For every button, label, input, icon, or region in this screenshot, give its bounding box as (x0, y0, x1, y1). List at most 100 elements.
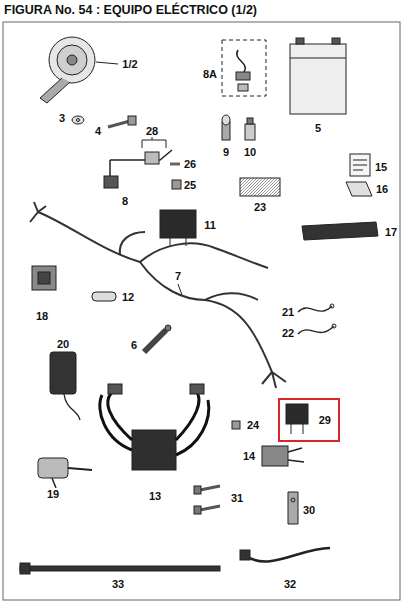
wire (332, 324, 336, 328)
callout-number: 26 (183, 158, 197, 170)
wire (298, 326, 334, 334)
bulb (247, 118, 253, 124)
cable-tie (20, 563, 30, 574)
horn (40, 37, 118, 103)
connector-set (238, 84, 248, 91)
relay-small (32, 266, 56, 290)
relay (303, 424, 304, 434)
connector-set (236, 72, 250, 80)
starter-relay (52, 478, 56, 488)
callout-number: 30 (302, 504, 316, 516)
bulb (245, 118, 255, 140)
horn (67, 55, 77, 65)
callout-number: 10 (243, 146, 257, 158)
callout-number: 15 (374, 161, 388, 173)
rectifier (262, 446, 288, 466)
wire-harness (120, 232, 145, 255)
fuse (92, 292, 116, 301)
relay (286, 404, 308, 424)
label-sticker (350, 154, 370, 176)
relay (186, 238, 187, 246)
highlight-box: 29 (278, 398, 340, 442)
starter-relay (68, 468, 92, 470)
wire-harness (30, 202, 46, 222)
ignition-coil (108, 384, 122, 394)
horn (49, 37, 95, 83)
bracket (291, 498, 295, 502)
bulb (245, 124, 255, 140)
spark-plug-cap (165, 325, 171, 331)
callout-number: 8A (202, 68, 218, 80)
callout-number: 12 (121, 291, 135, 303)
rubber-strap (302, 222, 378, 240)
spark-plug-cap (144, 330, 166, 352)
callout-number: 25 (183, 179, 197, 191)
callout-number: 17 (384, 226, 398, 238)
starter-relay (38, 458, 68, 478)
callout-number: 16 (375, 183, 389, 195)
cable-tie (20, 563, 220, 574)
pad (346, 182, 372, 196)
ignition-coil (132, 430, 176, 470)
callout-number: 1/2 (121, 58, 138, 70)
wire (298, 324, 336, 334)
cable-tie (20, 566, 220, 571)
bolt (128, 116, 136, 125)
bracket (288, 492, 298, 524)
relay (170, 238, 171, 246)
callout-number: 19 (46, 488, 60, 500)
spark-plug-cap (144, 325, 171, 352)
callout-number: 13 (148, 490, 162, 502)
wire-lead (240, 548, 330, 562)
leader-line (178, 284, 182, 295)
callout-number: 31 (230, 492, 244, 504)
bolts (194, 506, 201, 514)
callout-number: 3 (58, 112, 66, 124)
wire-harness (262, 372, 286, 388)
wire-lead (246, 548, 330, 562)
relay-small (38, 272, 50, 284)
washer (77, 119, 80, 122)
battery (290, 38, 346, 114)
callout-number: 14 (242, 450, 256, 462)
bolt (108, 121, 130, 127)
relay (160, 210, 196, 246)
cdi-unit (64, 394, 80, 420)
callout-number: 29 (319, 414, 331, 426)
callout-number: 4 (94, 125, 102, 137)
foam-pad (240, 178, 280, 196)
relay-small (32, 266, 56, 290)
relay (286, 404, 308, 434)
bolts (194, 486, 220, 514)
rubber-strap (302, 222, 378, 240)
screw (172, 180, 181, 189)
bracket (288, 492, 298, 524)
screw (170, 163, 180, 166)
label-sticker (353, 160, 367, 161)
pad (346, 182, 372, 196)
wire-harness (38, 212, 272, 372)
battery (332, 38, 340, 44)
switch (104, 137, 172, 188)
switch (109, 160, 111, 176)
label-sticker (353, 170, 363, 171)
callout-number: 32 (283, 578, 297, 590)
callout-number: 23 (253, 201, 267, 213)
callout-number: 22 (281, 327, 295, 339)
washer (72, 116, 84, 124)
wire-harness (140, 243, 268, 268)
callout-number: 20 (56, 338, 70, 350)
cdi-unit (50, 352, 80, 420)
callout-number: 18 (35, 310, 49, 322)
horn (57, 45, 87, 75)
callout-number: 8 (121, 195, 129, 207)
switch (142, 140, 166, 148)
battery (290, 44, 346, 114)
connector-set (222, 40, 266, 96)
bulb-socket (222, 115, 230, 125)
ignition-coil (100, 390, 209, 455)
switch (110, 150, 172, 160)
horn (96, 62, 118, 64)
washer (72, 116, 84, 124)
wire-harness (205, 293, 258, 300)
